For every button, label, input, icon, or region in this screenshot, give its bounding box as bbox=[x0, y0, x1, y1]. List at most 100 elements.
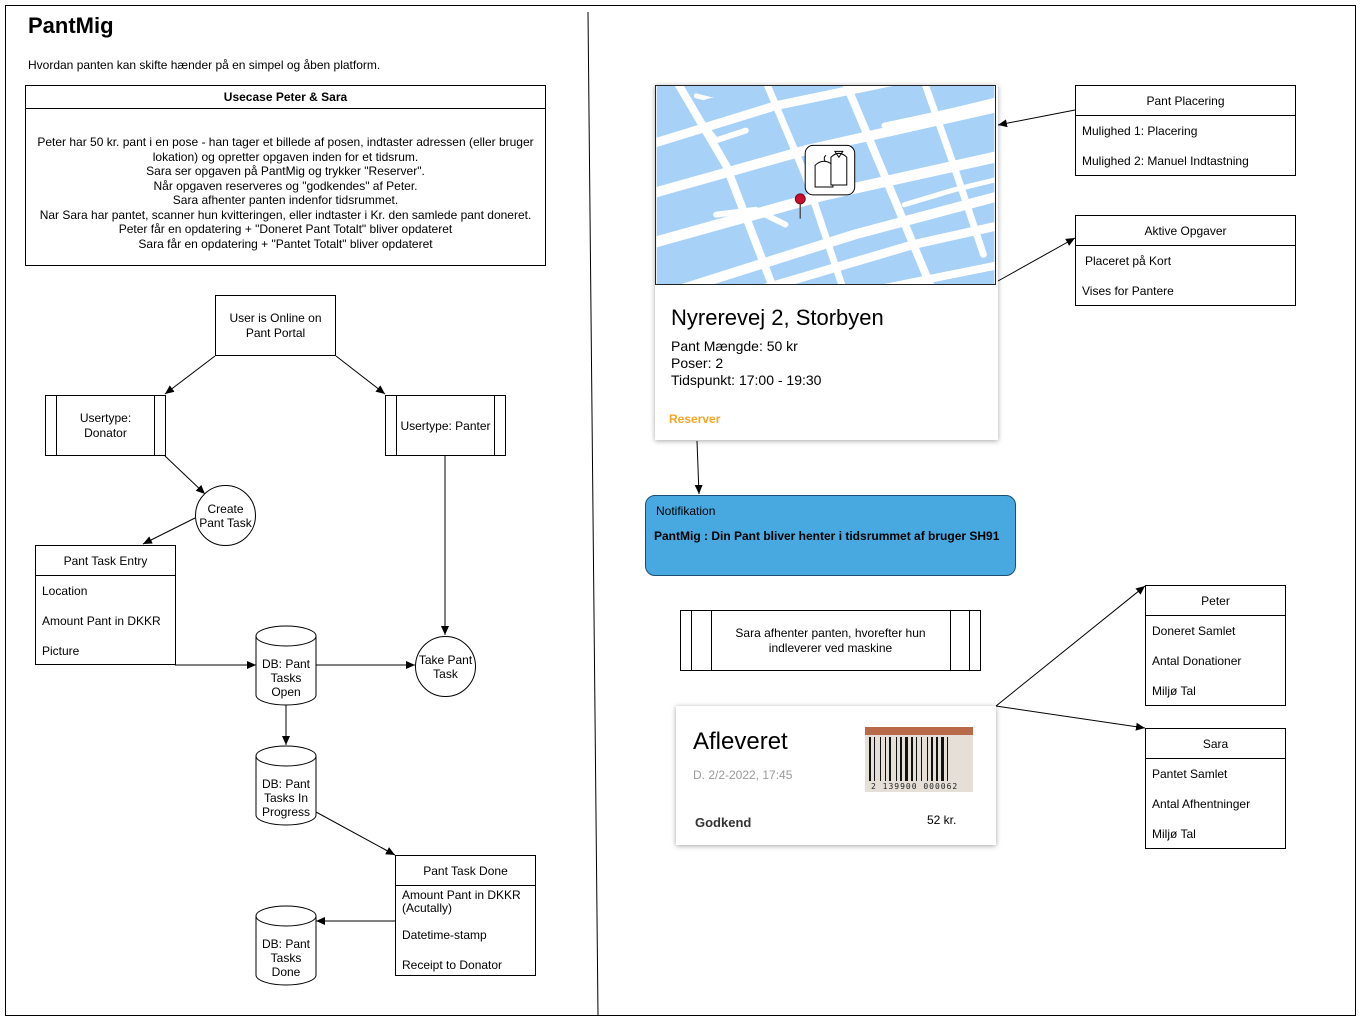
table-row: Antal Donationer bbox=[1152, 654, 1242, 668]
divider-line bbox=[587, 11, 599, 1017]
card-address: Nyrerevej 2, Storbyen bbox=[671, 305, 884, 330]
node-usertype-donator: Usertype: Donator bbox=[45, 395, 166, 456]
node-create-task-label: Create Pant Task bbox=[199, 501, 252, 530]
sara-table: Sara Pantet Samlet Antal Afhentninger Mi… bbox=[1145, 728, 1286, 849]
sara-process-left-bar bbox=[711, 610, 712, 671]
barcode-bar bbox=[916, 737, 917, 781]
barcode-bar bbox=[911, 737, 913, 781]
usecase-line: Sara får en opdatering + "Pantet Totalt"… bbox=[138, 236, 433, 251]
pant-task-done-header: Pant Task Done bbox=[396, 856, 535, 886]
usecase-line: Nar Sara har pantet, scanner hun kvitter… bbox=[39, 207, 532, 222]
edge-create-entry bbox=[142, 517, 196, 545]
db-progress-label: DB: Pant Tasks In Progress bbox=[261, 777, 311, 819]
edge-donator-create bbox=[164, 455, 206, 495]
task-card[interactable]: Nyrerevej 2, Storbyen Pant Mængde: 50 kr… bbox=[655, 85, 998, 440]
notification-title: Notifikation bbox=[656, 504, 716, 518]
table-row: Picture bbox=[42, 644, 80, 658]
edge-progress-done bbox=[315, 811, 396, 856]
barcode-icon bbox=[865, 727, 973, 792]
table-row: Amount Pant in DKKR (Acutally) bbox=[402, 888, 521, 915]
usecase-line: lokation) og opretter opgaven inden for … bbox=[152, 149, 419, 164]
usecase-header: Usecase Peter & Sara bbox=[26, 86, 545, 109]
edge-afleveret-sara bbox=[995, 705, 1146, 731]
afleveret-card[interactable]: Afleveret D. 2/2-2022, 17:45 Godkend 52 … bbox=[676, 706, 996, 845]
barcode-bar bbox=[896, 737, 897, 781]
node-create-task: Create Pant Task bbox=[195, 485, 256, 546]
outer-frame bbox=[5, 5, 1356, 1016]
node-usertype-panter-label: Usertype: Panter bbox=[400, 418, 491, 433]
godkend-button[interactable]: Godkend bbox=[695, 815, 752, 830]
barcode-bar bbox=[947, 737, 948, 781]
barcode-image: 2 139900 000062 bbox=[865, 727, 973, 792]
edge-online-panter bbox=[326, 347, 386, 395]
notification-box[interactable]: Notifikation PantMig : Din Pant bliver h… bbox=[645, 495, 1016, 576]
pant-placering-table: Pant Placering Mulighed 1: Placering Mul… bbox=[1075, 85, 1296, 176]
afleveret-amount: 52 kr. bbox=[927, 813, 957, 827]
table-row: Datetime-stamp bbox=[402, 928, 487, 942]
edge-placering-map bbox=[997, 109, 1076, 128]
node-usertype-donator-label: Usertype: Donator bbox=[79, 410, 132, 440]
barcode-bar bbox=[921, 737, 922, 781]
node-usertype-panter: Usertype: Panter bbox=[385, 395, 506, 456]
table-row: Pantet Samlet bbox=[1152, 767, 1228, 781]
table-row: Miljø Tal bbox=[1152, 827, 1196, 841]
usecase-line: Peter har 50 kr. pant i en pose - han ta… bbox=[37, 135, 534, 149]
sara-header: Sara bbox=[1146, 729, 1285, 759]
usecase-line: Peter får en opdatering + "Doneret Pant … bbox=[118, 222, 453, 236]
card-bags: Poser: 2 bbox=[671, 355, 724, 371]
edge-online-donator bbox=[164, 347, 225, 395]
pant-task-done-table: Pant Task Done Amount Pant in DKKR (Acut… bbox=[395, 855, 536, 976]
sara-process-label: Sara afhenter panten, hvorefter hun indl… bbox=[735, 625, 926, 655]
db-done-label: DB: Pant Tasks Done bbox=[261, 937, 311, 979]
barcode-bar bbox=[927, 737, 928, 781]
usecase-line: Sara afhenter panten indenfor tidsrummet… bbox=[172, 193, 399, 207]
node-user-online-label: User is Online on Pant Portal bbox=[229, 310, 322, 340]
card-time: Tidspunkt: 17:00 - 19:30 bbox=[671, 372, 822, 388]
barcode-bar bbox=[880, 737, 881, 781]
page-subtitle: Hvordan panten kan skifte hænder på en s… bbox=[28, 58, 381, 72]
table-row: Amount Pant in DKKR bbox=[42, 614, 161, 628]
barcode-bar bbox=[905, 737, 908, 781]
edge-map-aktive bbox=[997, 237, 1076, 282]
aktive-opgaver-header: Aktive Opgaver bbox=[1076, 216, 1295, 246]
peter-header: Peter bbox=[1146, 586, 1285, 616]
afleveret-date: D. 2/2-2022, 17:45 bbox=[693, 768, 793, 782]
edge-card-notif bbox=[694, 440, 703, 495]
table-row: Doneret Samlet bbox=[1152, 624, 1236, 638]
pant-placering-header: Pant Placering bbox=[1076, 86, 1295, 116]
barcode-number: 2 139900 000062 bbox=[871, 782, 959, 791]
usecase-line: Når opgaven reserveres og "godkendes" af… bbox=[153, 178, 418, 193]
edge-afleveret-peter bbox=[995, 585, 1146, 707]
table-row: Placeret på Kort bbox=[1085, 254, 1172, 268]
table-row: Vises for Pantere bbox=[1082, 284, 1174, 298]
usecase-body: Peter har 50 kr. pant i en pose - han ta… bbox=[26, 109, 545, 251]
table-row: Mulighed 1: Placering bbox=[1082, 124, 1198, 138]
barcode-bar bbox=[889, 737, 891, 781]
bag-icon bbox=[804, 144, 856, 196]
barcode-bar bbox=[869, 737, 871, 781]
sara-process-box: .sara-p::before{left:30px;} .sara-p::aft… bbox=[680, 610, 981, 671]
usecase-box: Usecase Peter & Sara Peter har 50 kr. pa… bbox=[25, 85, 546, 266]
map-image bbox=[655, 85, 996, 285]
db-open-label: DB: Pant Tasks Open bbox=[261, 657, 311, 699]
usecase-line: Sara ser opgaven på PantMig og trykker "… bbox=[146, 164, 425, 178]
table-row: Receipt to Donator bbox=[402, 958, 503, 972]
page-title: PantMig bbox=[28, 13, 114, 38]
barcode-bar bbox=[931, 737, 933, 781]
sara-process-right-bar bbox=[950, 610, 951, 671]
table-row: Location bbox=[42, 584, 88, 598]
barcode-bar bbox=[936, 737, 938, 781]
peter-table: Peter Doneret Samlet Antal Donationer Mi… bbox=[1145, 585, 1286, 706]
node-user-online: User is Online on Pant Portal bbox=[215, 295, 336, 356]
card-amount: Pant Mængde: 50 kr bbox=[671, 338, 798, 354]
barcode-bar bbox=[874, 737, 875, 781]
notification-message: PantMig : Din Pant bliver henter i tidsr… bbox=[654, 529, 1000, 543]
afleveret-title: Afleveret bbox=[693, 728, 788, 755]
reserve-button[interactable]: Reserver bbox=[669, 412, 721, 426]
table-row: Mulighed 2: Manuel Indtastning bbox=[1082, 154, 1249, 168]
pant-task-entry-table: Pant Task Entry Location Amount Pant in … bbox=[35, 545, 176, 665]
barcode-bar bbox=[900, 737, 902, 781]
node-take-task-label: Take Pant Task bbox=[418, 652, 473, 681]
map-pin-icon bbox=[794, 193, 806, 219]
